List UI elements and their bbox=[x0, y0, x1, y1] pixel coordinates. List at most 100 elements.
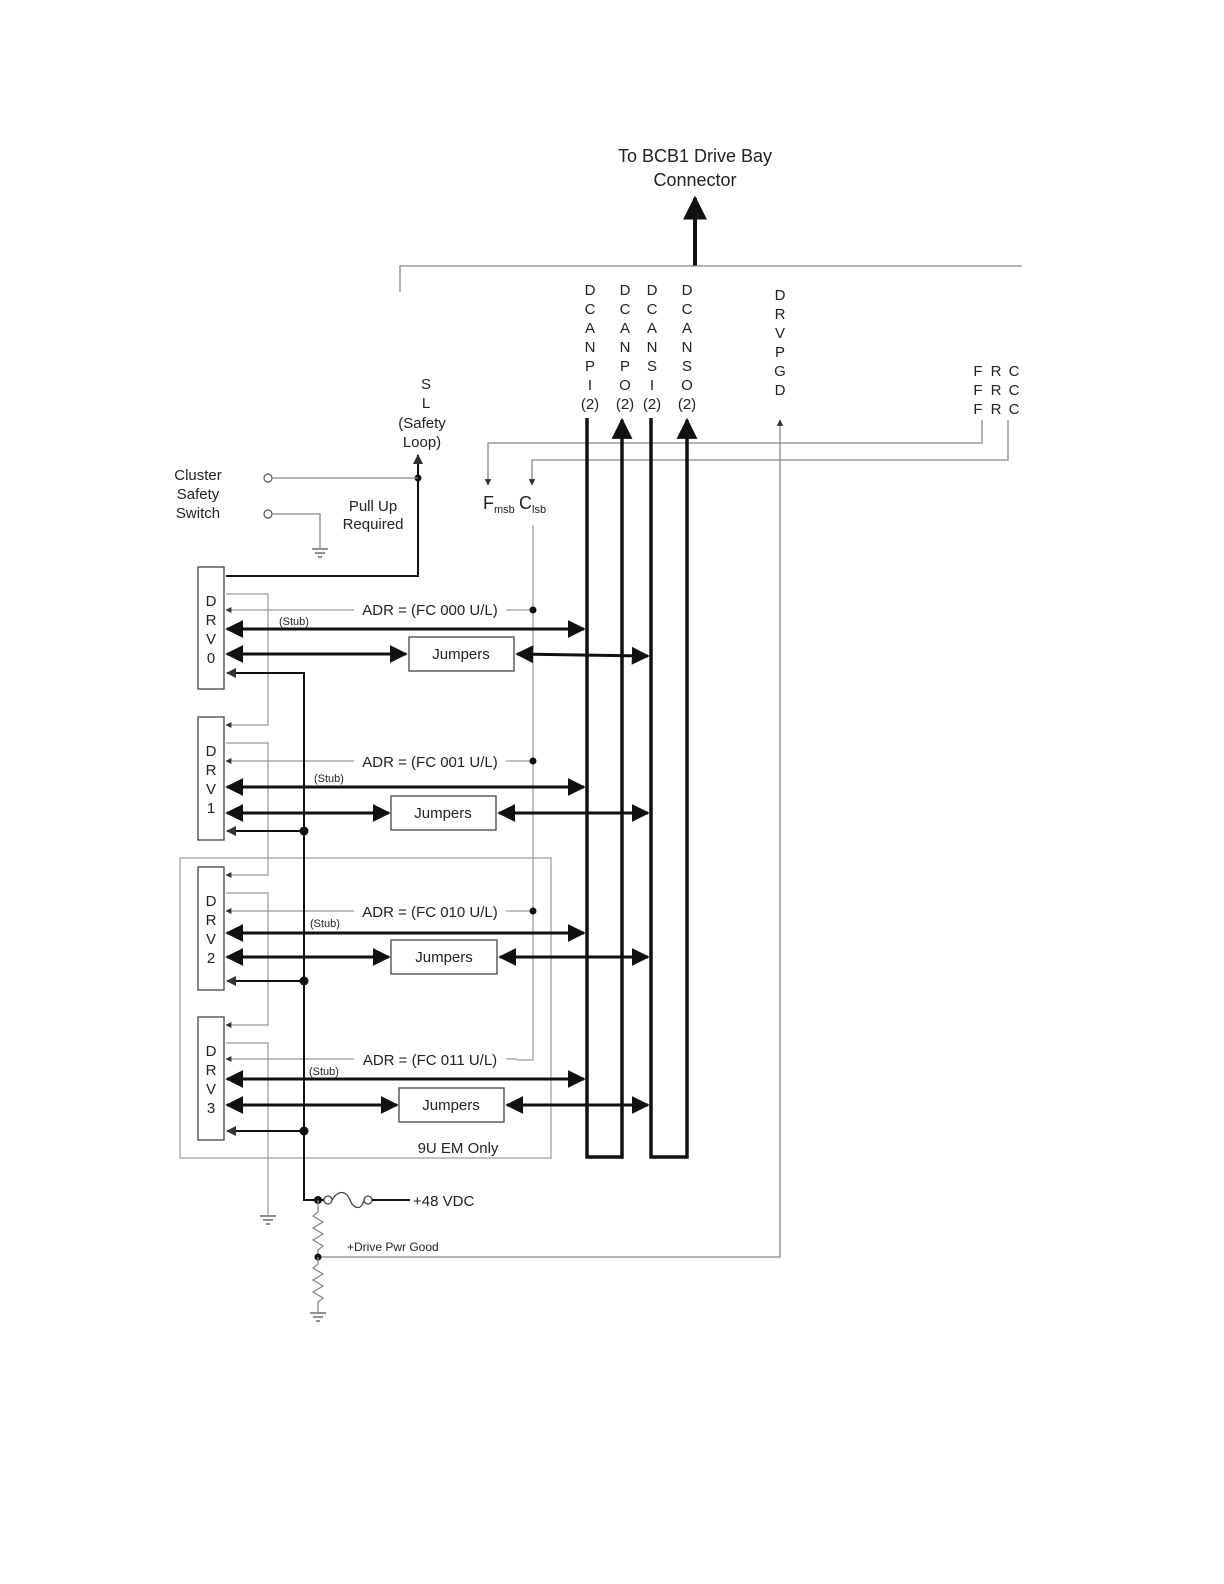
svg-text:N: N bbox=[620, 339, 631, 356]
stub-label-drv2: (Stub) bbox=[310, 918, 340, 930]
safety-loop-s: S bbox=[421, 376, 431, 393]
svg-text:D: D bbox=[775, 287, 786, 304]
svg-text:D: D bbox=[775, 382, 786, 399]
vdc-label: +48 VDC bbox=[413, 1193, 474, 1210]
adr-label-drv0: ADR = (FC 000 U/L) bbox=[362, 602, 497, 619]
fuse-terminal-right bbox=[363, 1195, 373, 1205]
svg-text:N: N bbox=[647, 339, 658, 356]
ground-icon-resistor bbox=[310, 1312, 326, 1322]
ground-icon-chain bbox=[260, 1215, 276, 1225]
svg-text:C: C bbox=[620, 301, 631, 318]
em-only-region bbox=[179, 857, 552, 1159]
svg-text:1: 1 bbox=[207, 800, 215, 817]
frc-label-grid: F R C F R C F R C bbox=[973, 363, 1019, 418]
adr-label-drv1: ADR = (FC 001 U/L) bbox=[362, 754, 497, 771]
bus-label-dcanpi: D C A N P I (2) bbox=[581, 282, 599, 413]
jumpers-label-drv2: Jumpers bbox=[415, 949, 473, 966]
ground-icon bbox=[312, 548, 328, 558]
frc-fmsb-line bbox=[484, 420, 983, 486]
jumpers-box-drv3 bbox=[398, 1087, 505, 1123]
cluster-switch-line3: Switch bbox=[176, 505, 220, 522]
svg-text:O: O bbox=[619, 377, 631, 394]
svg-text:F: F bbox=[973, 401, 982, 418]
stub-label-drv3: (Stub) bbox=[309, 1066, 339, 1078]
pull-up-line1: Pull Up bbox=[349, 498, 397, 515]
safety-loop-l: L bbox=[422, 395, 430, 412]
fuse-icon bbox=[331, 1191, 365, 1209]
switch-terminal-top bbox=[263, 473, 273, 483]
svg-text:(2): (2) bbox=[581, 396, 599, 413]
svg-text:D: D bbox=[682, 282, 693, 299]
svg-text:F: F bbox=[973, 382, 982, 399]
resistor-bottom-icon bbox=[311, 1257, 325, 1312]
svg-text:A: A bbox=[647, 320, 657, 337]
bus-dcanpi-dcanpo-loop bbox=[585, 417, 633, 1159]
drive-drv2: D R V 2 bbox=[197, 866, 225, 991]
cluster-switch-line2: Safety bbox=[177, 486, 220, 503]
power-rail bbox=[227, 672, 316, 1201]
svg-text:R: R bbox=[991, 363, 1002, 380]
frc-clsb-line bbox=[528, 420, 1009, 486]
svg-text:I: I bbox=[588, 377, 592, 394]
svg-text:C: C bbox=[1009, 401, 1020, 418]
clsb-feed-line bbox=[517, 525, 534, 1061]
svg-text:R: R bbox=[206, 1062, 217, 1079]
svg-text:R: R bbox=[206, 912, 217, 929]
drvpgd-label: D R V P G D bbox=[774, 287, 786, 399]
jumpers-label-drv0: Jumpers bbox=[432, 646, 490, 663]
switch-ground-wire bbox=[272, 513, 321, 548]
svg-text:R: R bbox=[206, 612, 217, 629]
adr-label-drv2: ADR = (FC 010 U/L) bbox=[362, 904, 497, 921]
safety-loop-line1: (Safety bbox=[398, 415, 446, 432]
svg-text:I: I bbox=[650, 377, 654, 394]
safety-chain-3-ground bbox=[226, 1042, 269, 1215]
safety-chain-1-2 bbox=[225, 742, 269, 878]
svg-text:C: C bbox=[585, 301, 596, 318]
drv0-box bbox=[197, 566, 225, 690]
svg-text:R: R bbox=[991, 382, 1002, 399]
drive-pwr-good-line bbox=[318, 419, 784, 1258]
svg-text:D: D bbox=[206, 893, 217, 910]
bus-label-dcanso: D C A N S O (2) bbox=[678, 282, 696, 413]
resistor-top-icon bbox=[311, 1211, 325, 1257]
svg-text:A: A bbox=[585, 320, 595, 337]
drive-drv1: D R V 1 bbox=[197, 716, 225, 841]
svg-text:N: N bbox=[682, 339, 693, 356]
svg-text:R: R bbox=[991, 401, 1002, 418]
connector-bus-line bbox=[399, 265, 1022, 292]
svg-text:D: D bbox=[206, 1043, 217, 1060]
svg-text:A: A bbox=[620, 320, 630, 337]
svg-text:P: P bbox=[620, 358, 630, 375]
svg-text:S: S bbox=[682, 358, 692, 375]
svg-text:R: R bbox=[206, 762, 217, 779]
pull-up-line2: Required bbox=[343, 516, 404, 533]
svg-text:D: D bbox=[647, 282, 658, 299]
svg-text:P: P bbox=[775, 344, 785, 361]
svg-text:O: O bbox=[681, 377, 693, 394]
svg-text:(2): (2) bbox=[678, 396, 696, 413]
jumpers-box-drv2 bbox=[390, 939, 498, 975]
svg-text:D: D bbox=[206, 743, 217, 760]
svg-text:C: C bbox=[682, 301, 693, 318]
clsb-label: Clsb bbox=[519, 493, 546, 516]
svg-text:0: 0 bbox=[207, 650, 215, 667]
svg-text:G: G bbox=[774, 363, 786, 380]
safety-chain-2-3 bbox=[225, 892, 269, 1028]
svg-text:S: S bbox=[647, 358, 657, 375]
svg-text:D: D bbox=[585, 282, 596, 299]
svg-text:2: 2 bbox=[207, 950, 215, 967]
bus-label-dcansi: D C A N S I (2) bbox=[643, 282, 661, 413]
connector-title-line1: To BCB1 Drive Bay bbox=[618, 146, 772, 166]
svg-text:F: F bbox=[973, 363, 982, 380]
drv3-box bbox=[197, 1016, 225, 1141]
em-only-label: 9U EM Only bbox=[418, 1140, 499, 1157]
svg-text:V: V bbox=[206, 931, 216, 948]
svg-text:(2): (2) bbox=[616, 396, 634, 413]
svg-text:3: 3 bbox=[207, 1100, 215, 1117]
jumpers-box-drv1 bbox=[390, 795, 497, 831]
adr-label-drv3: ADR = (FC 011 U/L) bbox=[363, 1052, 497, 1069]
drv2-box bbox=[197, 866, 225, 991]
bus-label-dcanpo: D C A N P O (2) bbox=[616, 282, 634, 413]
stub-label-drv0: (Stub) bbox=[279, 616, 309, 628]
